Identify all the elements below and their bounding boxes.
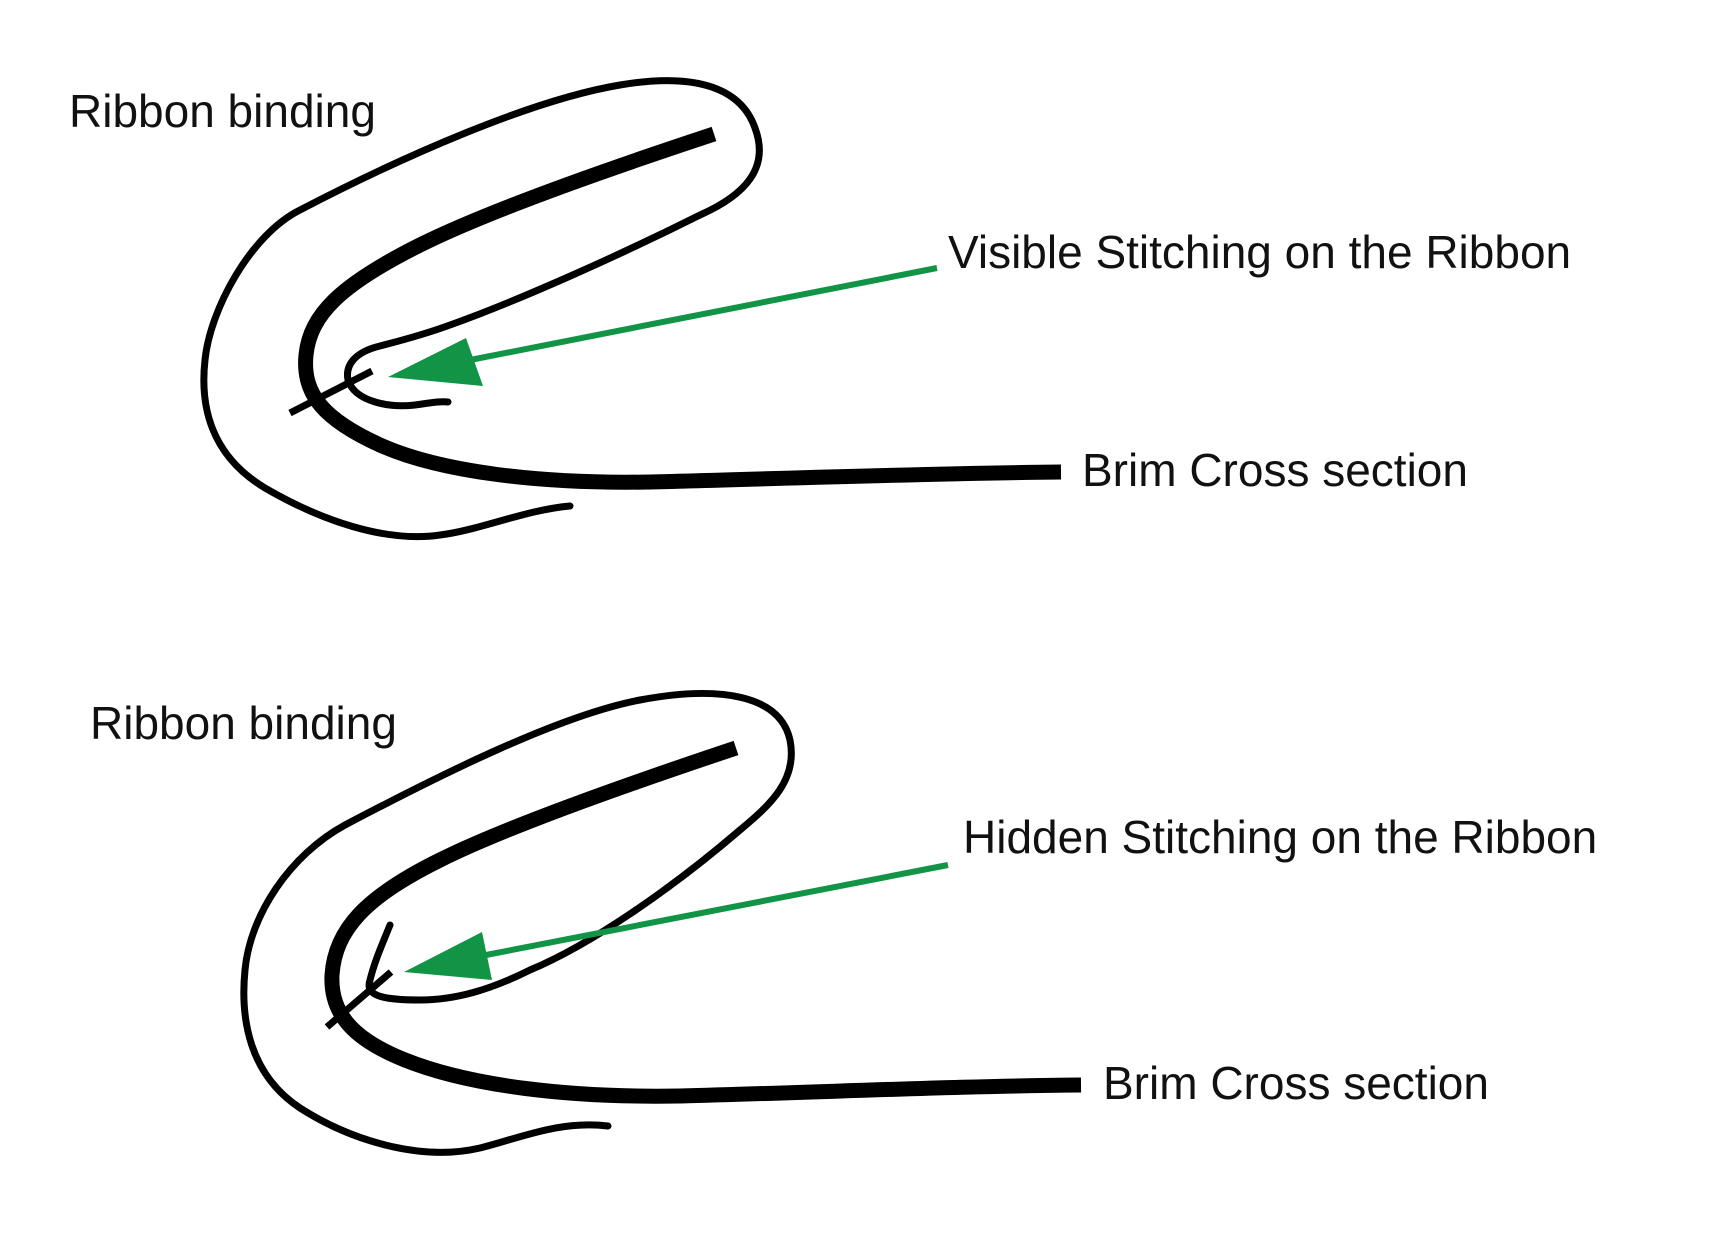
diagram-hidden-stitching: Ribbon binding Hidden Stitching on the R… <box>90 689 1597 1156</box>
ribbon-binding-label: Ribbon binding <box>90 697 397 749</box>
pointer-arrow <box>388 265 938 386</box>
diagram-visible-stitching: Ribbon binding Visible Stitching on the … <box>69 77 1571 541</box>
stitching-label: Hidden Stitching on the Ribbon <box>963 811 1597 863</box>
pointer-arrow <box>404 862 949 980</box>
stitch-mark <box>324 969 394 1030</box>
ribbon-outline <box>200 77 763 541</box>
ribbon-outline <box>240 689 795 1156</box>
ribbon-binding-label: Ribbon binding <box>69 85 376 137</box>
stitch-mark <box>288 367 374 417</box>
brim-cross-section <box>324 740 1082 1104</box>
brim-label: Brim Cross section <box>1103 1057 1489 1109</box>
brim-label: Brim Cross section <box>1082 444 1468 496</box>
stitching-label: Visible Stitching on the Ribbon <box>948 226 1571 278</box>
brim-cross-section <box>298 126 1062 490</box>
